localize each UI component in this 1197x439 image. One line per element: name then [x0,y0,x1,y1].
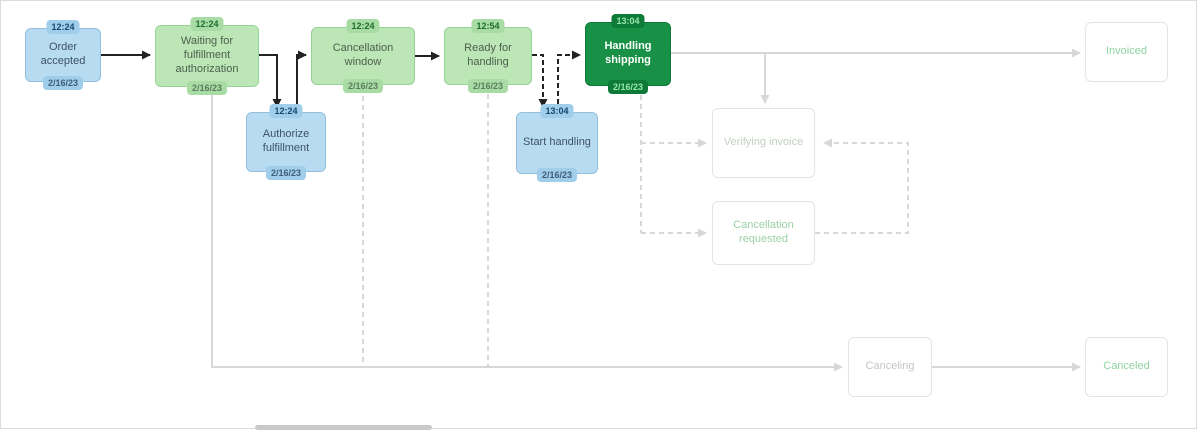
time-badge: 12:24 [346,19,380,34]
time-badge: 12:24 [46,20,80,35]
date-badge: 2/16/23 [342,78,384,93]
node-verifying-invoice[interactable]: Verifying invoice [712,108,815,178]
node-label: Cancellation requested [733,219,794,245]
node-invoiced[interactable]: Invoiced [1085,22,1168,82]
node-label: Authorize fulfillment [262,128,310,154]
node-label: Cancellation window [332,42,394,68]
date-badge: 2/16/23 [265,165,307,180]
edge-ready-to-start-handling [532,54,548,108]
node-cancellation-requested[interactable]: Cancellation requested [712,201,815,265]
node-canceling[interactable]: Canceling [848,337,932,397]
node-authorize-fulfillment[interactable]: 12:24 Authorize fulfillment 2/16/23 [246,104,326,180]
node-waiting-for-fulfillment-authorization[interactable]: 12:24 Waiting for fulfillment authorizat… [155,17,259,95]
node-cancellation-window[interactable]: 12:24 Cancellation window 2/16/23 [311,19,415,93]
horizontal-scrollbar-thumb[interactable] [255,425,432,430]
time-badge: 12:24 [269,104,303,119]
time-badge: 12:54 [471,19,505,34]
node-label: Invoiced [1106,45,1147,58]
time-badge: 13:04 [611,14,645,29]
node-start-handling[interactable]: 13:04 Start handling 2/16/23 [516,104,598,182]
node-label: Start handling [523,136,591,149]
node-label: Canceled [1103,360,1150,373]
date-badge: 2/16/23 [467,78,509,93]
node-label: Order accepted [40,41,86,67]
edge-waiting-to-authorize-fulfillment [259,54,282,108]
node-label: Verifying invoice [723,136,804,149]
edge-start-handling-to-handling-shipping [557,50,581,112]
node-handling-shipping-current[interactable]: 13:04 Handling shipping 2/16/23 [585,14,671,94]
node-order-accepted[interactable]: 12:24 Order accepted 2/16/23 [25,20,101,90]
node-label: Ready for handling [464,42,512,68]
time-badge: 13:04 [540,104,574,119]
node-ready-for-handling[interactable]: 12:54 Ready for handling 2/16/23 [444,19,532,93]
date-badge: 2/16/23 [42,75,84,90]
edge-authorize-fulfillment-to-cancellation-window [296,50,307,112]
edge-cancellation-requested-to-verifying-invoice [815,138,909,234]
date-badge: 2/16/23 [186,80,228,95]
node-label: Canceling [865,360,915,373]
date-badge: 2/16/23 [536,167,578,182]
node-canceled[interactable]: Canceled [1085,337,1168,397]
edge-waiting-to-canceling [211,88,843,372]
node-label: Waiting for fulfillment authorization [175,35,239,75]
time-badge: 12:24 [190,17,224,32]
node-label: Handling shipping [604,40,652,66]
date-badge: 2/16/23 [607,79,649,94]
